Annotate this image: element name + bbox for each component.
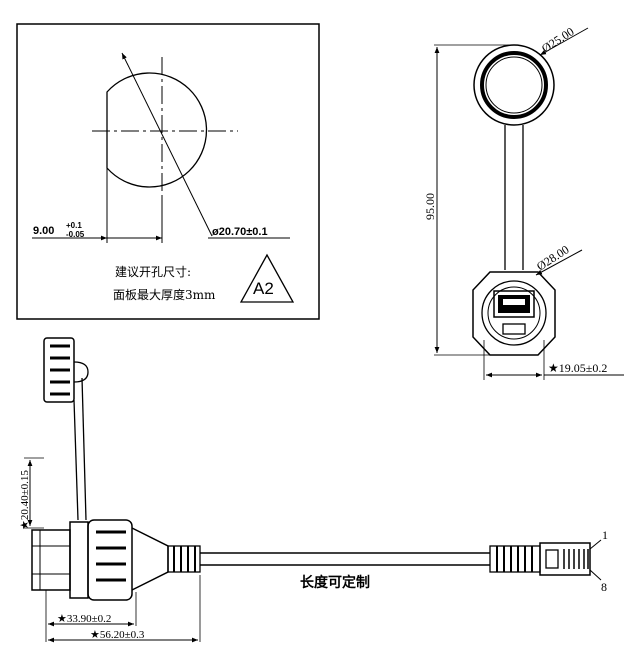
cap-dia-leader [539, 27, 589, 56]
cap-dia-text: Ø25.00 [539, 24, 577, 55]
rj45-port [493, 290, 535, 318]
rj45-plug [539, 542, 591, 576]
cutout-frame [16, 23, 320, 320]
pin8-leader [589, 569, 602, 581]
side-view-drawing: 长度可定制 1 8 ★20.40±0.15 ★33.90±0.2 [19, 337, 608, 643]
pin-last-label: 8 [601, 580, 607, 594]
height-dim-text: ★20.40±0.15 [19, 470, 31, 530]
cable-length-label: 长度可定制 [300, 574, 370, 591]
flat-dim-text: 9.00 [33, 225, 54, 237]
diameter-dim-text: ø20.70±0.1 [212, 226, 268, 238]
cutout-note-1: 建议开孔尺寸: [115, 265, 191, 279]
a2-badge-text: A2 [253, 279, 274, 298]
body-dia-text: Ø28.00 [534, 242, 572, 273]
cutout-note-2: 面板最大厚度3mm [113, 287, 216, 302]
body-nut [472, 271, 556, 356]
body-dia-leader [535, 249, 583, 276]
cutout-circle [106, 72, 208, 188]
short-dim-text: ★33.90±0.2 [57, 613, 111, 625]
strain-taper [131, 527, 169, 591]
pin1-leader [589, 539, 602, 550]
flat-tol-minus: -0.05 [66, 230, 85, 239]
panel-cutout-drawing: 9.00 +0.1 -0.05 ø20.70±0.1 建议开孔尺寸: 面板最大厚… [16, 23, 320, 320]
flat-tol-plus: +0.1 [66, 221, 82, 230]
long-dim-text: ★56.20±0.3 [90, 629, 145, 641]
coupling-ring [87, 519, 133, 601]
diameter-dim-line [121, 52, 213, 237]
cap-inner [480, 51, 548, 119]
flange [69, 521, 89, 599]
panel-nut [31, 529, 71, 591]
tether-strap [73, 399, 79, 521]
latch-slot [502, 323, 526, 335]
width-dim-text: ★19.05±0.2 [548, 361, 607, 375]
length-dim-text: 95.00 [423, 193, 437, 220]
boot-left [167, 545, 201, 573]
dust-cap [43, 337, 75, 403]
pin-first-label: 1 [602, 528, 608, 542]
a2-triangle-icon [239, 253, 295, 303]
front-view-drawing: Ø25.00 Ø28.00 95.00 ★19.05±0.2 [423, 24, 624, 380]
